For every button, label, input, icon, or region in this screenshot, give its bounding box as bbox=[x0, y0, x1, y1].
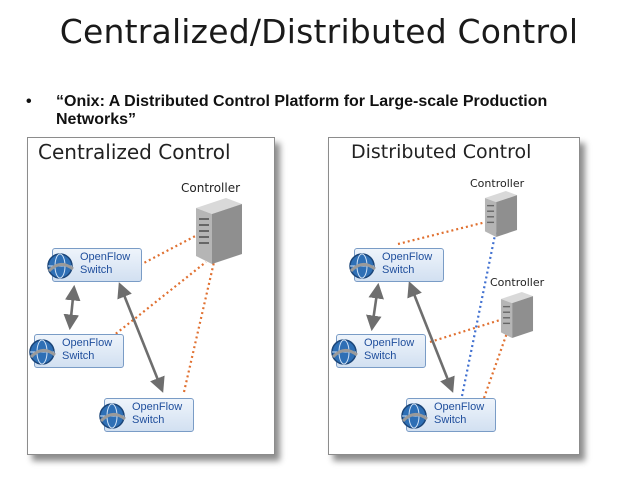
switch-globe-icon bbox=[401, 403, 428, 429]
switch-globe-icon bbox=[99, 403, 126, 429]
bullet-text: “Onix: A Distributed Control Platform fo… bbox=[56, 93, 548, 128]
controller-label: Controller bbox=[181, 181, 241, 195]
bullet-marker: • bbox=[26, 93, 32, 110]
centralized-panel-title: Centralized Control bbox=[38, 140, 231, 164]
server-icon bbox=[196, 198, 242, 264]
server-icon bbox=[500, 292, 534, 338]
distributed-panel-title: Distributed Control bbox=[351, 141, 532, 163]
controller-label: Controller bbox=[490, 276, 545, 289]
switch-globe-icon bbox=[29, 339, 56, 365]
switch-globe-icon bbox=[47, 253, 74, 279]
controller-label: Controller bbox=[470, 177, 525, 190]
slide-title: Centralized/Distributed Control bbox=[59, 12, 579, 51]
switch-globe-icon bbox=[349, 253, 376, 279]
switch-globe-icon bbox=[331, 339, 358, 365]
server-icon bbox=[484, 191, 518, 237]
